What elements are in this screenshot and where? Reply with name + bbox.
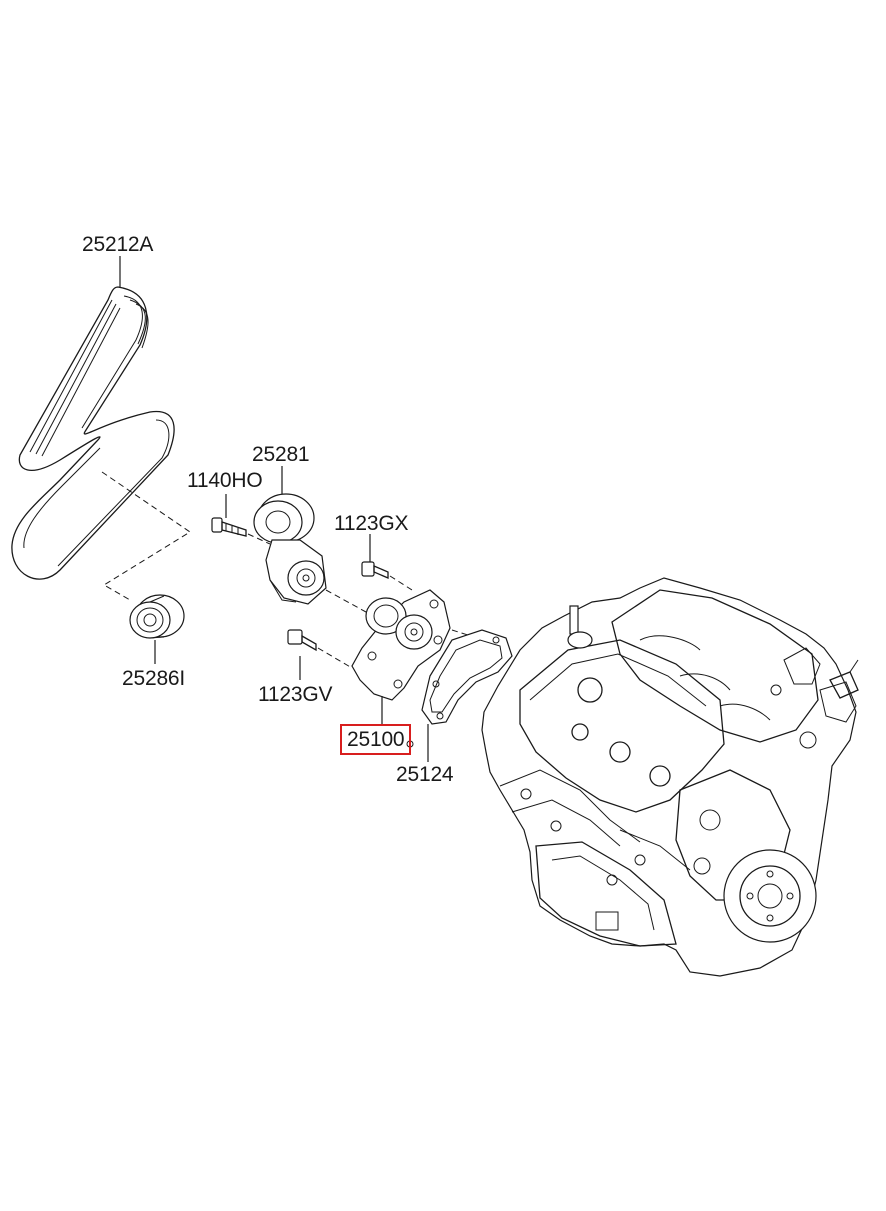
idler-pulley[interactable] — [129, 594, 185, 639]
pump-bolt-lower[interactable] — [287, 629, 317, 652]
water-pump[interactable] — [351, 589, 451, 701]
engine-block — [481, 577, 859, 977]
label-pump-gasket[interactable]: 25124 — [396, 763, 454, 786]
label-belt-tensioner[interactable]: 25281 — [252, 443, 310, 466]
serpentine-belt[interactable] — [11, 286, 175, 580]
pump-gasket[interactable] — [406, 629, 513, 748]
label-idler-pulley[interactable]: 25286I — [122, 667, 186, 690]
belt-tensioner[interactable] — [253, 493, 327, 605]
label-pump-bolt-upper[interactable]: 1123GX — [334, 512, 409, 535]
label-tensioner-bolt[interactable]: 1140HO — [187, 469, 263, 492]
pump-bolt-upper[interactable] — [361, 561, 389, 579]
label-pump-bolt-lower[interactable]: 1123GV — [258, 683, 333, 706]
tensioner-bolt[interactable] — [211, 517, 247, 537]
leader-lines — [119, 256, 429, 762]
label-water-pump-highlighted[interactable]: 25100 — [340, 724, 412, 755]
label-serpentine-belt[interactable]: 25212A — [82, 233, 154, 256]
